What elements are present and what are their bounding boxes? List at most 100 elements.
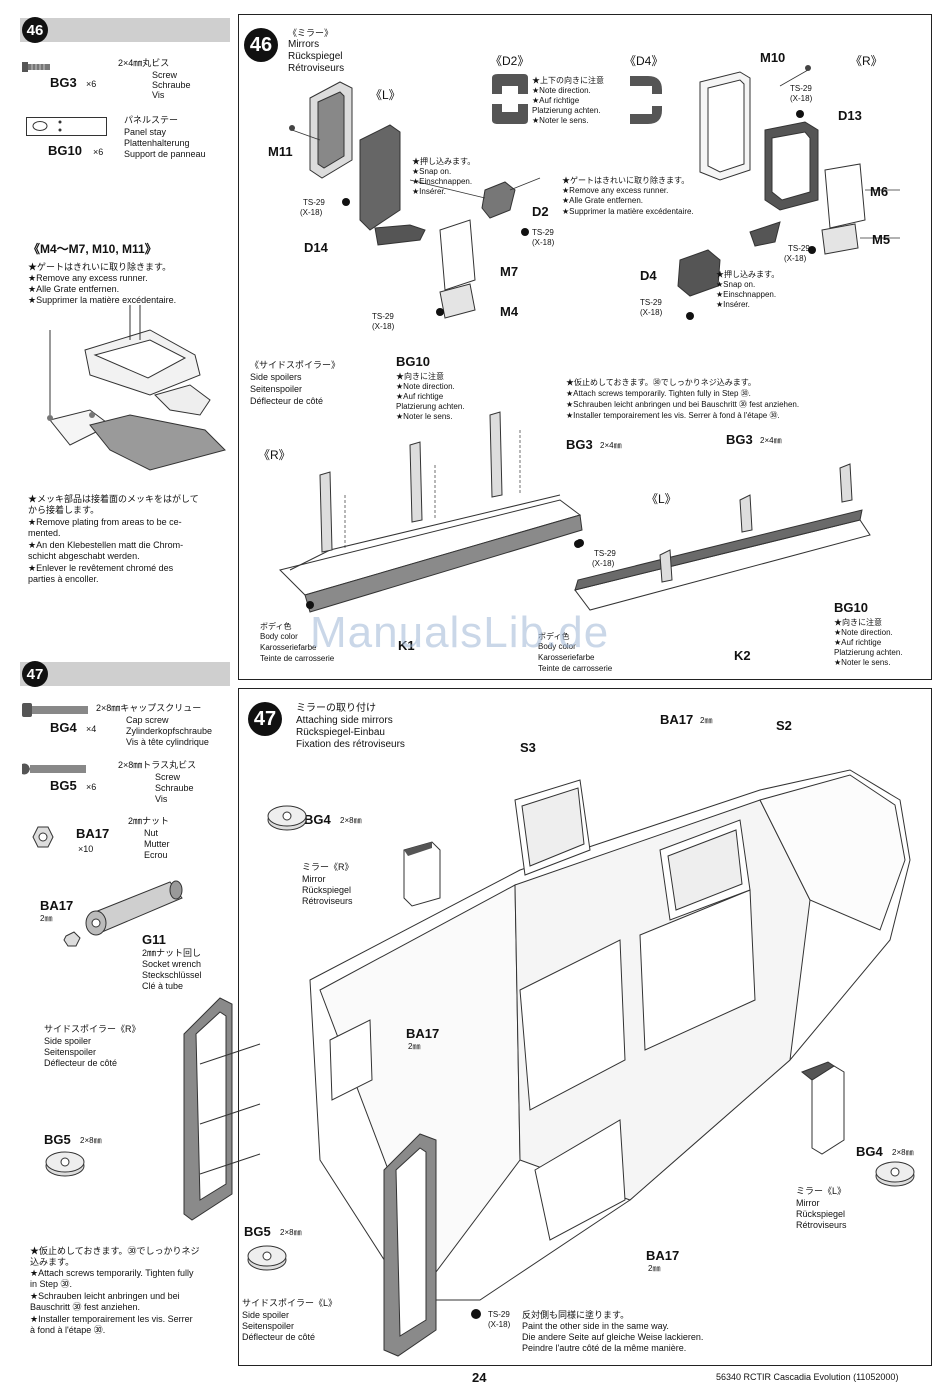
ts29-label: TS-29 bbox=[594, 549, 616, 558]
gate-note: ★Alle Grate entfernen. bbox=[562, 196, 643, 205]
mirror-l-text: Rétroviseurs bbox=[796, 1220, 847, 1230]
note2-line: mented. bbox=[28, 528, 61, 538]
part-s2: S2 bbox=[776, 718, 792, 733]
body-color-2: ボディ色 bbox=[538, 632, 570, 641]
step47-title: ミラーの取り付け bbox=[296, 703, 376, 714]
bg4-en: Cap screw bbox=[126, 715, 169, 725]
note2-line: ★Remove plating from areas to be ce- bbox=[28, 517, 182, 527]
mirror-r-text: Mirror bbox=[302, 874, 326, 884]
part-d4: D4 bbox=[640, 268, 657, 283]
bg5-screw-head-icon bbox=[45, 1151, 85, 1177]
bg3-size: 2×4㎜ bbox=[600, 441, 622, 450]
step46-number: 46 bbox=[244, 28, 278, 62]
step47-title: Rückspiegel-Einbau bbox=[296, 727, 385, 738]
snap-note: ★Insérer. bbox=[412, 187, 446, 196]
screw-icon bbox=[22, 62, 50, 72]
ts29-label: TS-29 bbox=[532, 228, 554, 237]
bg3-size: 2×4㎜丸ビス bbox=[118, 58, 170, 68]
g11-text: Socket wrench bbox=[142, 959, 202, 969]
g11-text: Clé à tube bbox=[142, 981, 184, 991]
part-s3: S3 bbox=[520, 740, 536, 755]
temp-note: ★Installer temporairement les vis. Serre… bbox=[566, 411, 780, 420]
note1-title: 《M4〜M7, M10, M11》 bbox=[28, 242, 157, 256]
ba17-qty: ×10 bbox=[78, 844, 94, 854]
body-color: Body color bbox=[260, 632, 298, 641]
bg10-note-2: ★Note direction. bbox=[834, 628, 893, 637]
ba17-mid-label: BA17 bbox=[406, 1026, 440, 1041]
bg4-size: 2×8㎜ bbox=[340, 816, 362, 825]
temp-note-47: in Step ㉚. bbox=[30, 1279, 73, 1289]
ba17-label: BA17 bbox=[40, 898, 74, 913]
spoiler-l-text: Déflecteur de côté bbox=[242, 1332, 316, 1342]
temp-note-47: 込みます。 bbox=[30, 1257, 75, 1267]
bg4-qty: ×4 bbox=[86, 724, 97, 734]
paint-note: Paint the other side in the same way. bbox=[522, 1321, 669, 1331]
ba17-top-label: BA17 bbox=[660, 712, 694, 727]
note2-line: ★An den Klebestellen matt die Chrom- bbox=[28, 540, 184, 550]
temp-note: ★Attach screws temporarily. Tighten full… bbox=[566, 389, 751, 398]
bg10-label: BG10 bbox=[396, 354, 430, 369]
body-color: Teinte de carrosserie bbox=[260, 654, 335, 663]
spoiler-l-text: サイドスポイラー《L》 bbox=[242, 1298, 338, 1308]
direction-note: ★上下の向きに注意 bbox=[532, 76, 604, 85]
gate-note: ★ゲートはきれいに取り除きます。 bbox=[562, 176, 690, 185]
bg5-bottom-size: 2×8㎜ bbox=[280, 1228, 302, 1237]
direction-note: ★Noter le sens. bbox=[532, 116, 589, 125]
bg10-de: Plattenhalterung bbox=[124, 138, 190, 148]
mirror-l-text: Mirror bbox=[796, 1198, 820, 1208]
ba17-top-size: 2㎜ bbox=[700, 716, 713, 725]
bg3-fr: Vis bbox=[152, 90, 165, 100]
temp-note: ★仮止めしておきます。㉚でしっかりネジ込みます。 bbox=[566, 378, 756, 387]
bg4-label: BG4 bbox=[304, 812, 331, 827]
ba17-code: BA17 bbox=[76, 826, 110, 841]
bg4-right-size: 2×8㎜ bbox=[892, 1148, 914, 1157]
bg10-fr: Support de panneau bbox=[124, 149, 206, 159]
note2-line: ★Enlever le revêtement chromé des bbox=[28, 563, 174, 573]
mirror-r-text: Rétroviseurs bbox=[302, 896, 353, 906]
part-d2: D2 bbox=[532, 204, 549, 219]
bg4-screw-head-icon-2 bbox=[875, 1161, 915, 1187]
step47-title: Fixation des rétroviseurs bbox=[296, 739, 405, 750]
snap-note: ★Einschnappen. bbox=[412, 177, 473, 186]
bg5-de: Schraube bbox=[155, 783, 194, 793]
bg3-label-2: BG3 bbox=[726, 432, 753, 447]
x18-label: (X-18) bbox=[532, 238, 555, 247]
d4-tag: 《D4》 bbox=[624, 54, 664, 68]
step46-title-de: Rückspiegel bbox=[288, 51, 343, 62]
note1-line: ★Alle Grate entfernen. bbox=[28, 284, 120, 294]
x18-label: (X-18) bbox=[790, 94, 813, 103]
x18-label: (X-18) bbox=[784, 254, 807, 263]
ba17-de: Mutter bbox=[144, 839, 170, 849]
mirror-r-text: ミラー《R》 bbox=[302, 862, 354, 872]
bg10-note: ★Auf richtige bbox=[396, 392, 444, 401]
direction-note: ★Auf richtige bbox=[532, 96, 580, 105]
note2-line: parties à encoller. bbox=[28, 574, 99, 584]
note2-line: schicht abgeschabt werden. bbox=[28, 551, 140, 561]
spoiler-title: 《サイドスポイラー》 bbox=[250, 360, 341, 370]
part-k1: K1 bbox=[398, 638, 415, 653]
note1-line: ★Supprimer la matière excédentaire. bbox=[28, 295, 177, 305]
temp-note-47: ★仮止めしておきます。㉚でしっかりネジ bbox=[30, 1246, 200, 1256]
bg10-note: ★向きに注意 bbox=[396, 372, 444, 381]
spoiler-title: Side spoilers bbox=[250, 372, 302, 382]
spoiler-l-text: Side spoiler bbox=[242, 1310, 290, 1320]
body-color: Karosseriefarbe bbox=[260, 643, 317, 652]
bg4-right-label: BG4 bbox=[856, 1144, 883, 1159]
ts29-label: TS-29 bbox=[372, 312, 394, 321]
bg10-code: BG10 bbox=[48, 143, 82, 158]
snap-note: ★Snap on. bbox=[412, 167, 452, 176]
step46-title-jp: 《ミラー》 bbox=[288, 28, 334, 38]
ba17-fr: Ecrou bbox=[144, 850, 168, 860]
bg10-note-2: ★Auf richtige bbox=[834, 638, 882, 647]
paint-note: 反対側も同様に塗ります。 bbox=[522, 1310, 630, 1320]
temp-note-47: à fond à l'étape ㉚. bbox=[30, 1325, 106, 1335]
part-k2: K2 bbox=[734, 648, 751, 663]
spoiler-r-text: Déflecteur de côté bbox=[44, 1058, 118, 1068]
bg10-note: ★Noter le sens. bbox=[396, 412, 453, 421]
bg5-code: BG5 bbox=[50, 778, 77, 793]
temp-note-47: ★Installer temporairement les vis. Serre… bbox=[30, 1314, 193, 1324]
g11-text: 2㎜ナット回し bbox=[142, 948, 202, 958]
bg10-note: Platzierung achten. bbox=[396, 402, 465, 411]
d2-tag: 《D2》 bbox=[490, 54, 530, 68]
left-mirror-assembly bbox=[289, 81, 541, 319]
